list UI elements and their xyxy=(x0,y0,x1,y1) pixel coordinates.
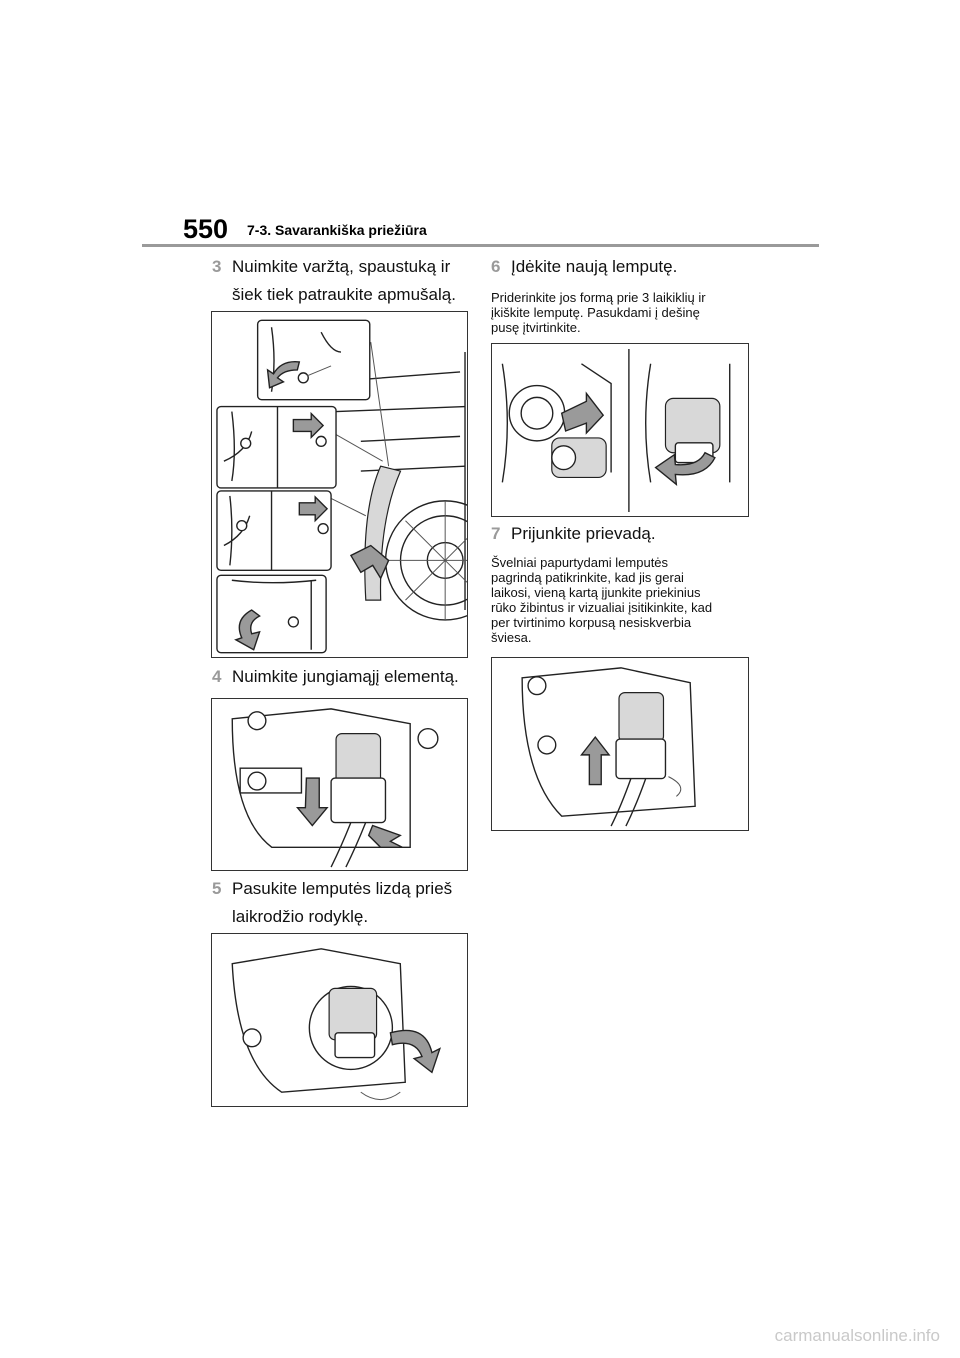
figure-remove-connector xyxy=(211,698,468,871)
ccw-arrow-icon xyxy=(234,609,261,651)
note-line: pagrindą patikrinkite, kad jis gerai xyxy=(491,570,684,585)
note-line: įkiškite lemputę. Pasukdami į dešinę xyxy=(491,305,700,320)
up-arrow-icon xyxy=(580,735,611,786)
pull-arrow-icon xyxy=(298,495,329,523)
section-title: 7-3. Savarankiška priežiūra xyxy=(247,222,427,238)
step-7-note: Švelniai papurtydami lemputės pagrindą p… xyxy=(491,555,741,645)
liner-arrow xyxy=(349,544,390,580)
step-text-line1: Nuimkite varžtą, spaustuką ir xyxy=(232,257,451,276)
step-text-line1: Prijunkite prievadą. xyxy=(511,524,656,543)
note-line: laikosi, vieną kartą įjunkite priekinius xyxy=(491,585,701,600)
page-number: 550 xyxy=(183,214,229,244)
note-line: per tvirtinimo korpusą nesiskverbia xyxy=(491,615,692,630)
step-3: 3 Nuimkite varžtą, spaustuką ir šiek tiek… xyxy=(212,255,456,307)
socket-rotation-illustration xyxy=(231,948,442,1101)
step-text-line2: šiek tiek patraukite apmušalą. xyxy=(232,285,456,304)
step-number: 7 xyxy=(491,524,501,543)
ccw-arrow-icon xyxy=(266,361,301,389)
step-number: 6 xyxy=(491,257,501,276)
note-line: Švelniai papurtydami lemputės xyxy=(491,555,669,570)
down-arrow-icon xyxy=(296,777,329,827)
step-number: 5 xyxy=(212,879,222,898)
step-text-line2: laikrodžio rodyklę. xyxy=(232,907,369,926)
note-line: rūko žibintus ir vizualiai įsitikinkite,… xyxy=(491,600,713,615)
figure-connect-connector xyxy=(491,657,749,831)
step-5: 5 Pasukite lemputės lizdą prieš laikrodži… xyxy=(212,877,452,929)
step-6: 6 Įdėkite naują lemputę. xyxy=(491,255,677,279)
bulb-insert-illustration xyxy=(501,348,731,513)
connector-connect-illustration xyxy=(521,667,696,827)
step-4: 4 Nuimkite jungiamąjį elementą. xyxy=(212,665,459,689)
insert-arrow-icon xyxy=(560,391,605,435)
pull-arrow-icon xyxy=(292,411,325,440)
connector-removal-illustration xyxy=(231,708,439,868)
step-6-note: Priderinkite jos formą prie 3 laikiklių … xyxy=(491,290,741,335)
figure-fender-liner xyxy=(211,311,468,658)
step-7: 7 Prijunkite prievadą. xyxy=(491,522,656,546)
ccw-arrow-icon xyxy=(389,1029,442,1074)
step-text-line1: Pasukite lemputės lizdą prieš xyxy=(232,879,453,898)
step-text-line1: Įdėkite naują lemputę. xyxy=(511,257,678,276)
note-line: šviesa. xyxy=(491,630,532,645)
header-divider xyxy=(142,244,819,247)
cw-arrow-icon xyxy=(654,451,716,486)
watermark: carmanualsonline.info xyxy=(774,1326,940,1345)
note-line: Priderinkite jos formą prie 3 laikiklių … xyxy=(491,290,706,305)
fender-liner-illustration xyxy=(216,319,467,654)
step-text-line1: Nuimkite jungiamąjį elementą. xyxy=(232,667,459,686)
press-arrow-icon xyxy=(367,824,403,848)
step-number: 3 xyxy=(212,257,222,276)
figure-insert-bulb xyxy=(491,343,749,517)
step-number: 4 xyxy=(212,667,222,686)
note-line: pusę įtvirtinkite. xyxy=(491,320,581,335)
figure-rotate-socket xyxy=(211,933,468,1107)
